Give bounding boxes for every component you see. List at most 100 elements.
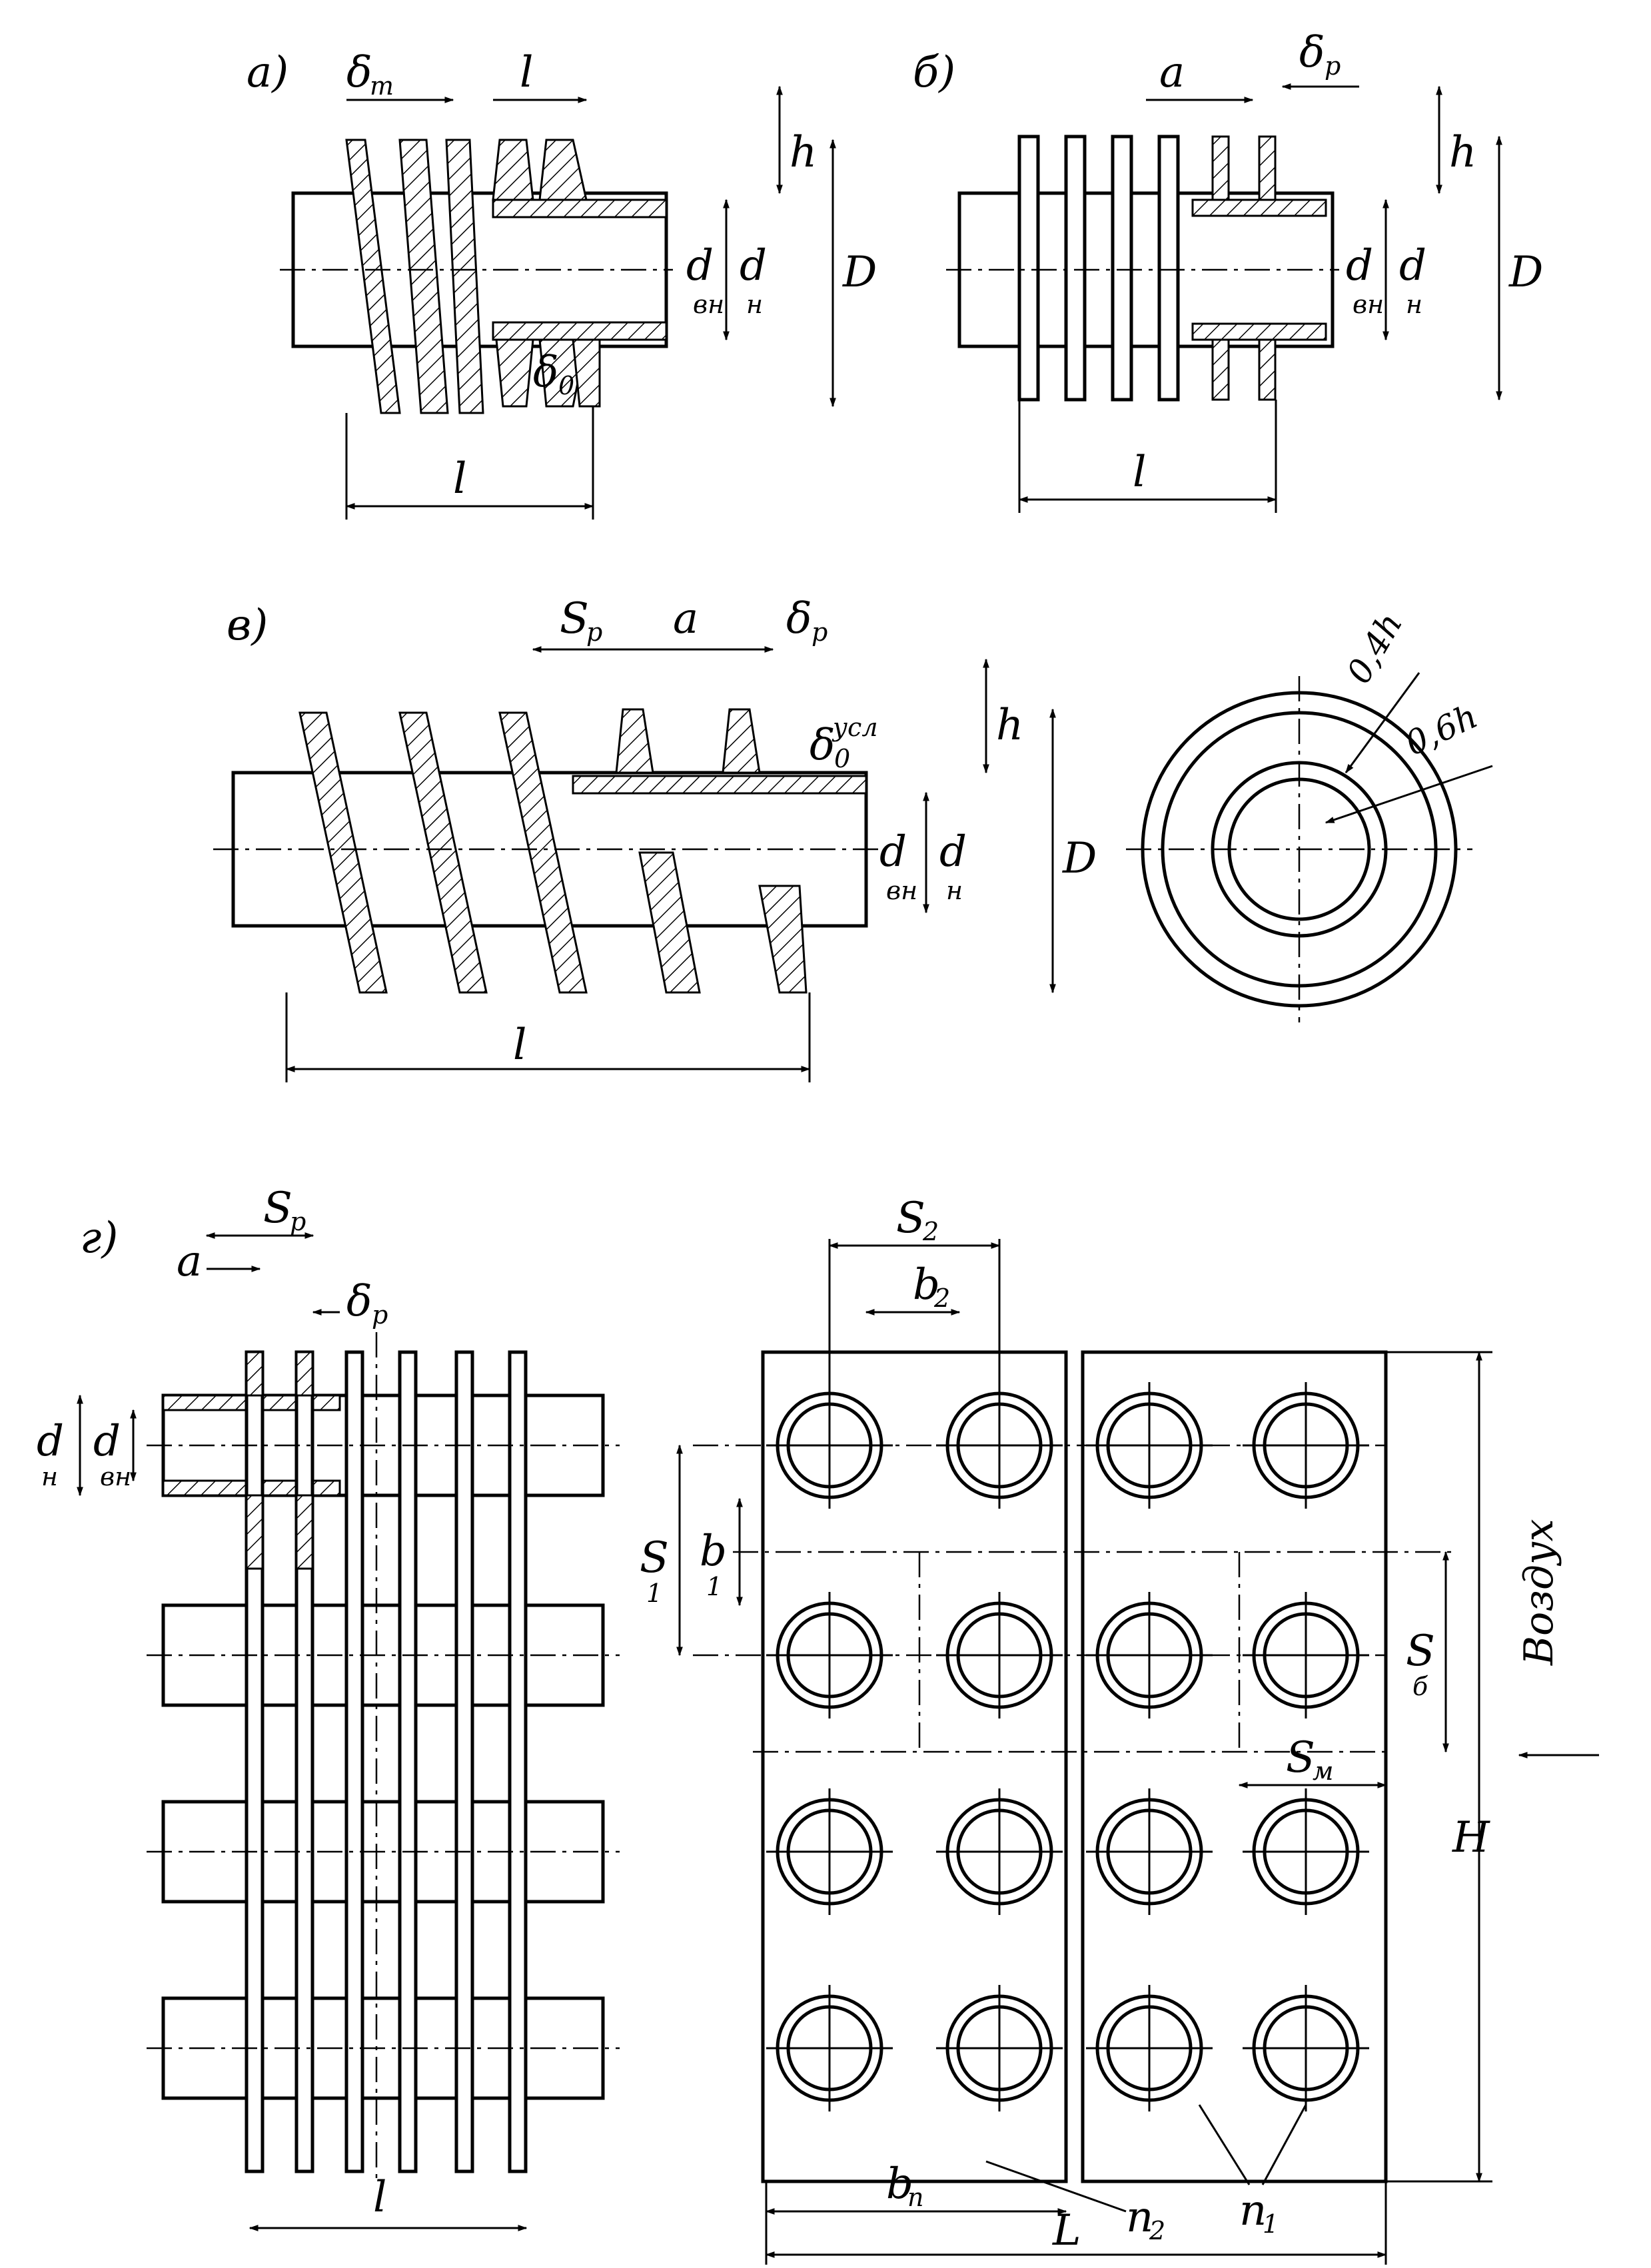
- panel-v-fin-1: [298, 711, 388, 994]
- panel-a-h: h: [790, 128, 817, 177]
- panel-v-label: в): [227, 601, 268, 650]
- panel-v-fin-2: [398, 711, 488, 994]
- panel-v-dim-06h: [1325, 765, 1493, 824]
- panel-a-D: D: [842, 248, 877, 297]
- plate-b-p-sub: п: [907, 2183, 923, 2212]
- panel-g-fin-5: [454, 1350, 474, 2173]
- panel-g-fin-4: [398, 1350, 418, 2173]
- plate-S-m-sub: м: [1313, 1756, 1334, 1786]
- plate-S1-sub: 1: [646, 1579, 662, 1608]
- panel-v-d-n-sub: н: [946, 876, 963, 905]
- panel-v-h04: 0,4h: [1339, 606, 1410, 690]
- plate-b-p: b: [886, 2159, 913, 2209]
- panel-g-l-bottom: l: [373, 2173, 386, 2222]
- panel-v-delta-usl: δ: [810, 721, 835, 770]
- panel-a-fin-1: [345, 139, 401, 414]
- panel-a-fin-2: [398, 139, 449, 414]
- panel-b-delta-r: δ: [1299, 28, 1325, 77]
- tube-0-2: [1086, 1382, 1213, 1509]
- panel-g-d-n-sub: н: [41, 1462, 58, 1491]
- panel-a-fin-4-top: [492, 139, 534, 201]
- plate-S-b-sub: б: [1412, 1672, 1428, 1701]
- panel-b-d-n: d: [1399, 241, 1426, 290]
- tube-1-2: [1086, 1592, 1213, 1718]
- panel-g-S-p-sub: р: [290, 1207, 306, 1236]
- plate-n2-sub: 2: [1149, 2216, 1165, 2245]
- panel-b-d-vn-sub: вн: [1353, 290, 1384, 319]
- plate-right: [1081, 1350, 1388, 2183]
- tube-2-0: [766, 1788, 893, 1915]
- panel-b-label: б): [913, 48, 955, 97]
- panel-v-fin-5-top: [722, 708, 761, 774]
- panel-b-fin-2: [1064, 135, 1087, 402]
- panel-a-d-n-sub: н: [746, 290, 763, 319]
- panel-v-D: D: [1062, 834, 1097, 883]
- panel-v-delta-usl-sup: усл: [831, 713, 878, 742]
- panel-a-tube-wall-top: [492, 198, 668, 218]
- plate-b1-sub: 1: [706, 1572, 722, 1601]
- panel-b-tube-wall-bottom: [1191, 322, 1327, 341]
- panel-a-delta-t: δ: [346, 48, 372, 97]
- panel-a-delta-t-sub: т: [370, 71, 394, 101]
- panel-g-d-vn: d: [93, 1417, 121, 1466]
- panel-b-fin-5-bottom: [1211, 338, 1230, 401]
- panel-v-dim-04h: [1345, 672, 1420, 774]
- panel-g-fin-3: [344, 1350, 364, 2173]
- panel-g-d-vn-sub: вн: [100, 1462, 131, 1491]
- panel-b-fin-1: [1017, 135, 1040, 402]
- plate-b2: b: [913, 1260, 940, 1310]
- panel-v-d-vn-sub: вн: [886, 876, 917, 905]
- panel-b-fin-6-bottom: [1258, 338, 1277, 401]
- panel-a-label: а): [247, 48, 288, 97]
- panel-g-fin-1: [245, 1350, 265, 2173]
- panel-a-d-n: d: [740, 241, 767, 290]
- plate-n1-sub: 1: [1263, 2209, 1279, 2239]
- panel-g-label: г): [80, 1214, 118, 1263]
- panel-b-D: D: [1508, 248, 1543, 297]
- panel-v-S-r: S: [560, 594, 589, 643]
- panel-g-a: a: [177, 1237, 202, 1286]
- panel-v-delta-r: δ: [786, 594, 812, 643]
- panel-g-delta-r: δ: [346, 1277, 372, 1326]
- plate-view: S 2 b 2 S 1 b 1 S б S м H b п L n 2 n 1 …: [640, 1194, 1599, 2265]
- plate-S2-sub: 2: [922, 1217, 939, 1246]
- panel-v-delta-usl-sub: 0: [834, 744, 850, 773]
- plate-air-label: Воздух: [1516, 1519, 1562, 1666]
- panel-a-fin-4-bottom: [495, 338, 534, 408]
- panel-v-d-vn: d: [879, 827, 907, 877]
- panel-b-d-n-sub: н: [1406, 290, 1422, 319]
- panel-v-d-n: d: [939, 827, 967, 877]
- panel-b-fin-4: [1157, 135, 1180, 402]
- panel-a-l-top: l: [520, 48, 533, 97]
- panel-v-fin-3: [498, 711, 588, 994]
- panel-b-fin-3: [1111, 135, 1133, 402]
- panel-v-h: h: [996, 701, 1023, 750]
- plate-leader-n2: [985, 2160, 1127, 2213]
- panel-v: в) S р a δ р δ 0 усл h d вн d н D l: [213, 594, 1493, 1082]
- tube-2-2: [1086, 1788, 1213, 1915]
- plate-S-m: S: [1286, 1733, 1315, 1782]
- panel-b-fin-6-top: [1258, 135, 1277, 201]
- panel-a-delta-0: δ: [533, 348, 559, 397]
- panel-a-l-bottom: l: [453, 454, 466, 504]
- plate-L: L: [1052, 2206, 1081, 2255]
- panel-b-h: h: [1449, 128, 1476, 177]
- panel-g-fin-2-sect-bottom: [295, 1494, 314, 1570]
- panel-b-fin-5-top: [1211, 135, 1230, 201]
- panel-v-fin-5-bottom: [758, 885, 808, 994]
- panel-b-a: a: [1159, 48, 1185, 97]
- panel-g-fin-2-sect-top: [295, 1351, 314, 1397]
- panel-a-delta-0-sub: 0: [558, 371, 574, 400]
- panel-b-delta-r-sub: р: [1325, 51, 1341, 81]
- plate-n2: n: [1126, 2193, 1153, 2242]
- panel-a-d-vn: d: [686, 241, 714, 290]
- panel-a-fin-3: [445, 139, 484, 414]
- panel-g-S-p: S: [263, 1184, 292, 1233]
- plate-leader-n1-a: [1198, 2104, 1251, 2185]
- panel-g-fin-1-sect-bottom: [245, 1494, 264, 1570]
- panel-b: б) a δ р h d вн d н D l: [913, 28, 1543, 513]
- panel-b-d-vn: d: [1346, 241, 1373, 290]
- tube-3-2: [1086, 1985, 1213, 2111]
- tube-3-0: [766, 1985, 893, 2111]
